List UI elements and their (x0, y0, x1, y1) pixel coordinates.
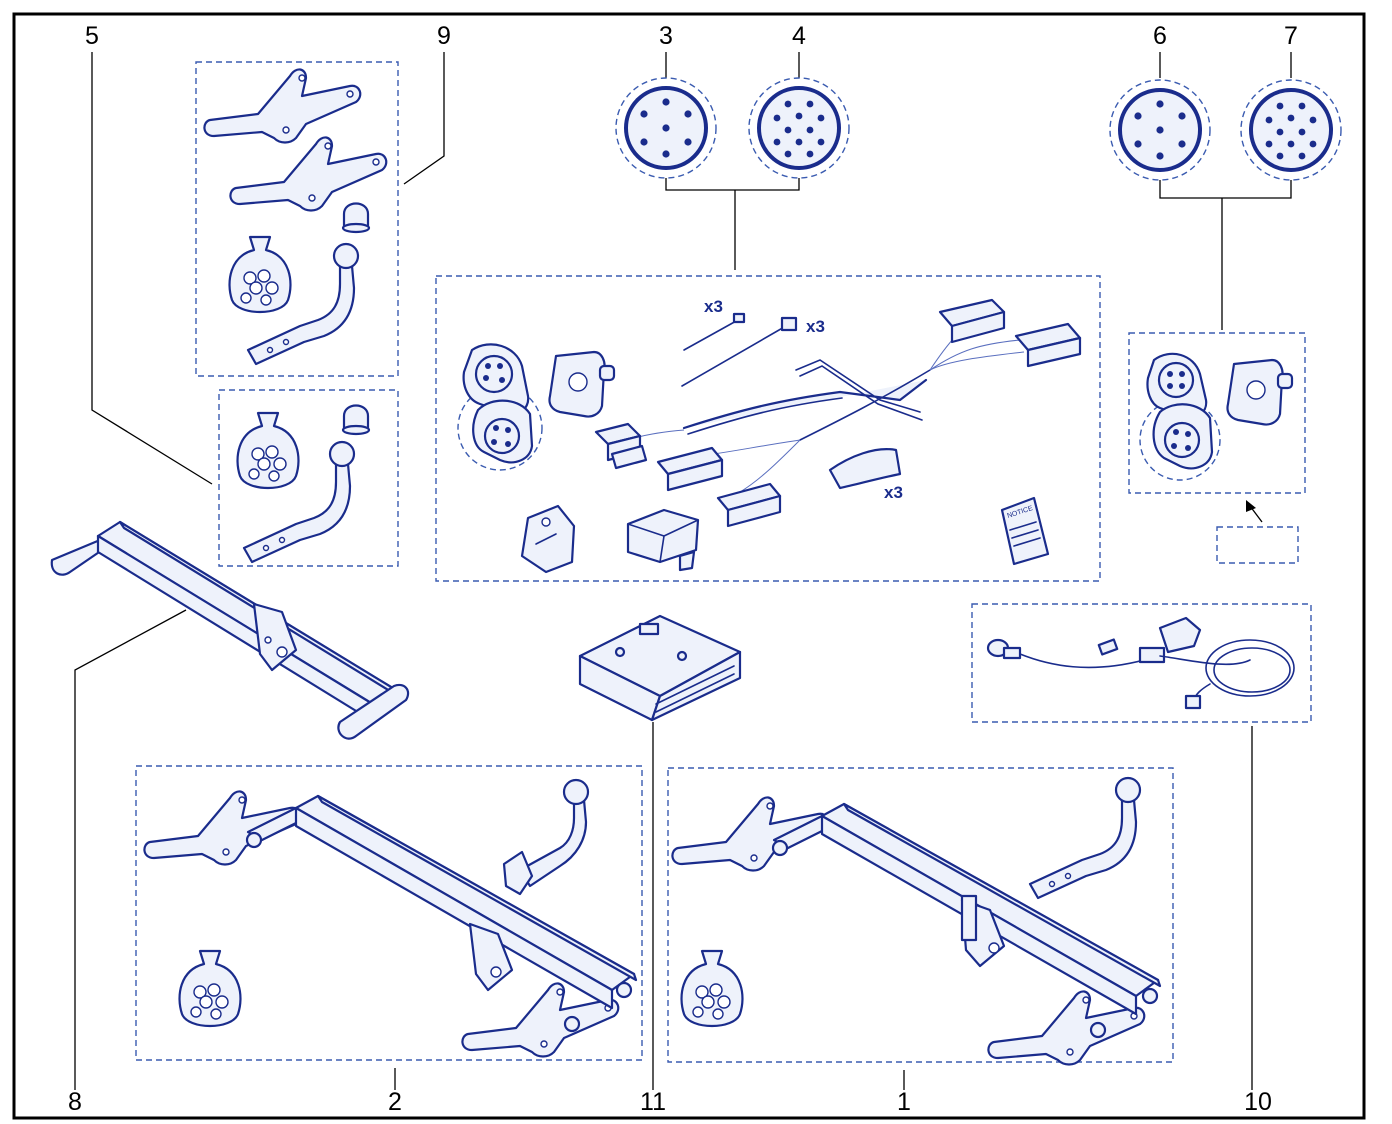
group-box-9 (195, 61, 399, 377)
wiring-harness-icon (627, 319, 1025, 493)
callout-2: 2 (388, 1088, 402, 1116)
socket-mounting-plate-2-icon (1226, 358, 1294, 426)
group-box-1 (667, 767, 1174, 1063)
module-pin-row (655, 665, 735, 713)
ball-cover-cap-icon (341, 202, 371, 234)
mounting-plate-right-icon (229, 136, 388, 212)
instruction-notice-icon: NOTICE (1000, 496, 1050, 566)
electronic-control-module-11-icon (578, 614, 742, 722)
callout-1: 1 (897, 1088, 911, 1116)
callout-10: 10 (1244, 1088, 1272, 1116)
qty-label-tie-b: x3 (806, 317, 825, 336)
group-box-5 (218, 389, 399, 567)
leader-6-7-bracket (1159, 180, 1292, 199)
socket-face-7-icon (1240, 79, 1342, 181)
leader-8 (74, 609, 187, 1090)
leader-3-4-bracket (665, 178, 800, 191)
group-box-small (1216, 526, 1299, 564)
cable-tie-icon (681, 312, 798, 387)
towbar-assembly-1-icon (671, 776, 1162, 1066)
bracket-with-bolt-icon (520, 504, 576, 574)
callout-7: 7 (1284, 22, 1298, 50)
callout-9: 9 (437, 22, 451, 50)
callout-8: 8 (68, 1088, 82, 1116)
group-box-socket-7pin (1128, 332, 1306, 494)
arrow-pointer-head (1246, 500, 1256, 512)
towbar-assembly-2-icon (143, 778, 638, 1058)
callout-11: 11 (640, 1088, 666, 1116)
connector-block-e-icon (594, 422, 648, 470)
callout-6: 6 (1153, 22, 1167, 50)
detachable-ball-neck-2-icon (502, 778, 590, 896)
socket-mounting-plate-icon (548, 350, 616, 418)
crossmember-beam-8-icon (50, 520, 410, 740)
mounting-plate-left-icon (203, 68, 362, 144)
electrical-socket-7pin-icon (457, 343, 543, 471)
qty-label-pad: x3 (884, 483, 903, 502)
extension-cable-icon (986, 616, 1295, 710)
callout-3: 3 (659, 22, 673, 50)
leader-9 (403, 52, 445, 185)
adhesive-pad-icon (828, 448, 902, 490)
fastener-bag-5-icon (236, 411, 300, 490)
socket-face-6-icon (1109, 79, 1211, 181)
fastener-bag-icon (228, 235, 292, 314)
connector-block-c-icon (656, 446, 724, 492)
leader-5 (91, 52, 213, 485)
control-module-icon (626, 508, 700, 572)
ball-cover-cap-5-icon (341, 404, 371, 436)
qty-label-tie-a: x3 (704, 297, 723, 316)
connector-block-a-icon (938, 298, 1006, 344)
group-box-2 (135, 765, 643, 1061)
group-box-10 (971, 603, 1312, 723)
connector-block-b-icon (1014, 322, 1082, 368)
group-box-wiring (435, 275, 1101, 582)
socket-face-3-icon (615, 77, 717, 179)
socket-face-4-icon (748, 77, 850, 179)
diagram-frame (12, 12, 1366, 1120)
callout-4: 4 (792, 22, 806, 50)
connector-block-d-icon (716, 482, 782, 528)
callout-5: 5 (85, 22, 99, 50)
electrical-socket-13pin-icon (1139, 352, 1221, 481)
